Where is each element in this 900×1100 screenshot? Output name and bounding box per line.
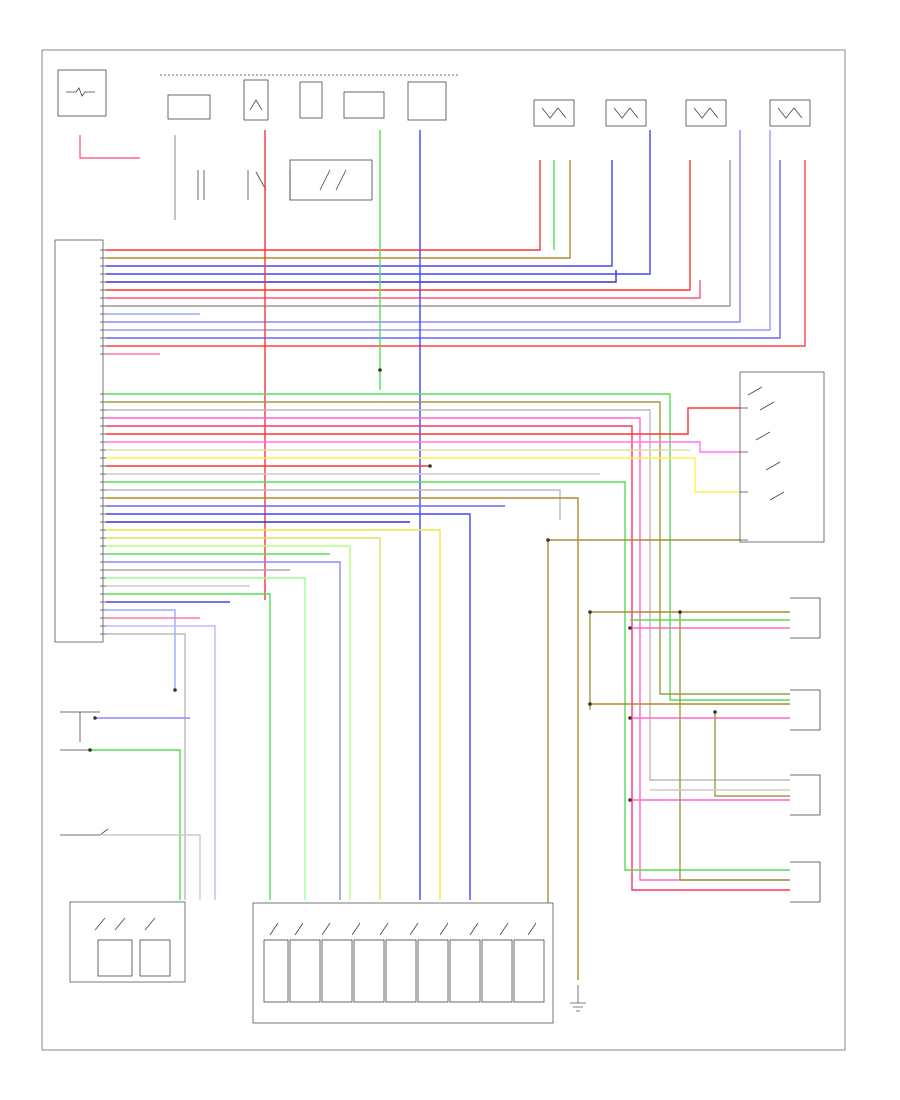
wires-upper <box>106 130 806 355</box>
power-seat-control-switch <box>252 902 554 1024</box>
wire-red-2 <box>106 160 691 291</box>
wires-lower <box>106 393 790 980</box>
wire-brown-1 <box>106 160 571 259</box>
memory-switch <box>739 371 825 543</box>
position-sensors <box>790 597 821 903</box>
wire-gray-1 <box>106 160 731 307</box>
wire-blue-3 <box>106 270 617 283</box>
wires-right-bus <box>547 539 790 980</box>
wire-blue-1 <box>106 160 613 267</box>
lumbar-section <box>60 711 201 983</box>
wire-pink-1 <box>106 280 701 299</box>
connector-pins <box>100 249 106 635</box>
wire-blue-2 <box>106 130 651 275</box>
top-motors <box>533 99 811 127</box>
ground-icon <box>570 985 586 1012</box>
top-fuse-section <box>57 69 460 201</box>
diagram-frame <box>41 49 846 1051</box>
memory-unit <box>54 239 106 643</box>
junction-dots <box>88 368 717 802</box>
wire-blue-4 <box>106 160 781 339</box>
wires-top-left <box>79 130 555 900</box>
wire-violet-2 <box>106 130 771 331</box>
wire-red-3 <box>106 160 806 347</box>
wire-violet-1 <box>106 130 741 323</box>
wire-red-1 <box>106 160 541 251</box>
